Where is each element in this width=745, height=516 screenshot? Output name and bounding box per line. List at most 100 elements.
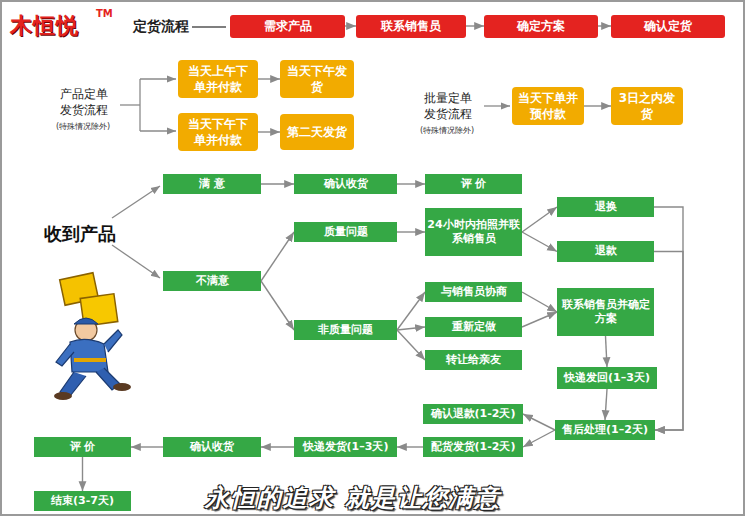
node-text: 不满意 <box>196 274 229 288</box>
connector <box>522 312 557 327</box>
node-text: 快递发货(1–3天) <box>303 440 389 454</box>
node-text: 评 价 <box>70 440 96 454</box>
node-text: 当天上午下单并付款 <box>184 63 252 95</box>
node-text: 转让给亲友 <box>446 353 501 367</box>
heading-label: 收到产品 <box>44 222 124 246</box>
heading-label: (特殊情况除外) <box>420 125 490 136</box>
shipping-box: 当天下单并预付款 <box>512 87 584 125</box>
step-box: 需求产品 <box>230 15 345 38</box>
connector <box>82 457 83 491</box>
connector <box>397 292 425 330</box>
connector <box>397 330 425 360</box>
node-text: 联系销售员并确定方案 <box>559 298 652 327</box>
step-box: 确认定货 <box>611 15 725 38</box>
connector <box>261 446 294 447</box>
node-text: 售后处理(1–2天) <box>562 423 648 437</box>
process-box: 退换 <box>557 197 654 217</box>
heading-label: 批量定单 发货流程 <box>424 90 482 122</box>
process-box: 售后处理(1–2天) <box>555 420 655 440</box>
heading-label: (特殊情况除外) <box>56 121 126 132</box>
connector <box>522 292 557 312</box>
connector <box>261 183 294 184</box>
process-box: 不满意 <box>163 271 261 291</box>
node-text: 当天下单并预付款 <box>518 90 578 122</box>
node-text: 退款 <box>595 244 617 258</box>
step-box: 确定方案 <box>484 15 598 38</box>
step-box: 联系销售员 <box>356 15 466 38</box>
connector <box>261 281 294 330</box>
node-text: 结束(3-7天) <box>51 494 114 508</box>
connector <box>345 25 356 26</box>
node-text: 确认收货 <box>324 177 368 191</box>
node-text: 满 意 <box>199 177 225 191</box>
process-box: 质量问题 <box>294 222 397 242</box>
node-text: 确认定货 <box>644 18 692 35</box>
process-box: 与销售员协商 <box>425 282 522 302</box>
slogan: 永恒的追求 就是让您满意 <box>205 482 665 514</box>
node-text: 第二天发货 <box>287 124 347 140</box>
connector <box>258 131 280 132</box>
process-box: 确认收货 <box>163 437 261 457</box>
process-box: 联系销售员并确定方案 <box>557 288 654 336</box>
node-text: 与销售员协商 <box>441 285 507 299</box>
process-box: 结束(3-7天) <box>34 491 131 511</box>
connector <box>397 446 423 447</box>
shipping-box: 当天上午下单并付款 <box>178 60 258 98</box>
process-box: 重新定做 <box>425 317 522 337</box>
process-box: 快递发货(1–3天) <box>294 437 397 457</box>
connector <box>131 446 163 447</box>
courier-figure <box>54 273 131 400</box>
heading-label: 产品定单 发货流程 <box>60 86 118 118</box>
connector <box>523 414 555 430</box>
process-box: 24小时内拍照并联系销售员 <box>425 208 522 256</box>
shipping-box: 第二天发货 <box>280 114 354 150</box>
process-box: 确认收货 <box>294 174 397 194</box>
node-text: 确定方案 <box>517 18 565 35</box>
process-box: 退款 <box>557 241 654 262</box>
connector <box>606 336 608 367</box>
node-text: 重新定做 <box>452 320 496 334</box>
node-text: 当天下午下单并付款 <box>184 116 252 148</box>
connector <box>522 232 557 252</box>
process-box: 转让给亲友 <box>425 350 522 370</box>
node-text: 配货发货(1-2天) <box>431 440 516 454</box>
node-text: 确认收货 <box>190 440 234 454</box>
node-text: 3日之内发货 <box>617 90 677 122</box>
process-box: 配货发货(1-2天) <box>423 437 523 457</box>
node-text: 联系销售员 <box>381 18 441 35</box>
node-text: 24小时内拍照并联系销售员 <box>427 218 520 247</box>
connector <box>258 78 280 79</box>
connector <box>261 232 294 281</box>
heading-label: 定货流程 <box>133 18 193 36</box>
connector <box>654 207 683 430</box>
node-text: 评 价 <box>461 177 487 191</box>
connector <box>397 231 425 232</box>
node-text: 确认退款(1-2天) <box>431 407 516 421</box>
node-text: 非质量问题 <box>318 323 373 337</box>
process-box: 评 价 <box>425 174 522 194</box>
connector <box>654 252 683 431</box>
process-box: 满 意 <box>163 174 261 194</box>
connector <box>598 25 611 26</box>
process-box: 评 价 <box>34 437 131 457</box>
connector <box>584 105 611 106</box>
node-text: 需求产品 <box>264 18 312 35</box>
shipping-box: 3日之内发货 <box>611 87 683 125</box>
logo-text: 木恒悦 <box>10 11 100 41</box>
connector <box>523 430 555 447</box>
shipping-box: 当天下午发货 <box>280 60 354 98</box>
logo-text: TM <box>96 8 120 19</box>
connector <box>397 183 425 184</box>
node-text: 质量问题 <box>324 225 368 239</box>
node-text: 当天下午发货 <box>286 63 348 95</box>
process-box: 非质量问题 <box>294 320 397 340</box>
connector <box>466 25 484 26</box>
node-text: 快递发回(1–3天) <box>564 371 650 385</box>
process-box: 快递发回(1–3天) <box>557 367 657 389</box>
node-text: 退换 <box>595 200 617 214</box>
shipping-box: 当天下午下单并付款 <box>178 113 258 151</box>
connector <box>522 207 557 232</box>
connector <box>605 389 607 420</box>
connector <box>397 327 425 330</box>
title-dash <box>192 26 226 28</box>
